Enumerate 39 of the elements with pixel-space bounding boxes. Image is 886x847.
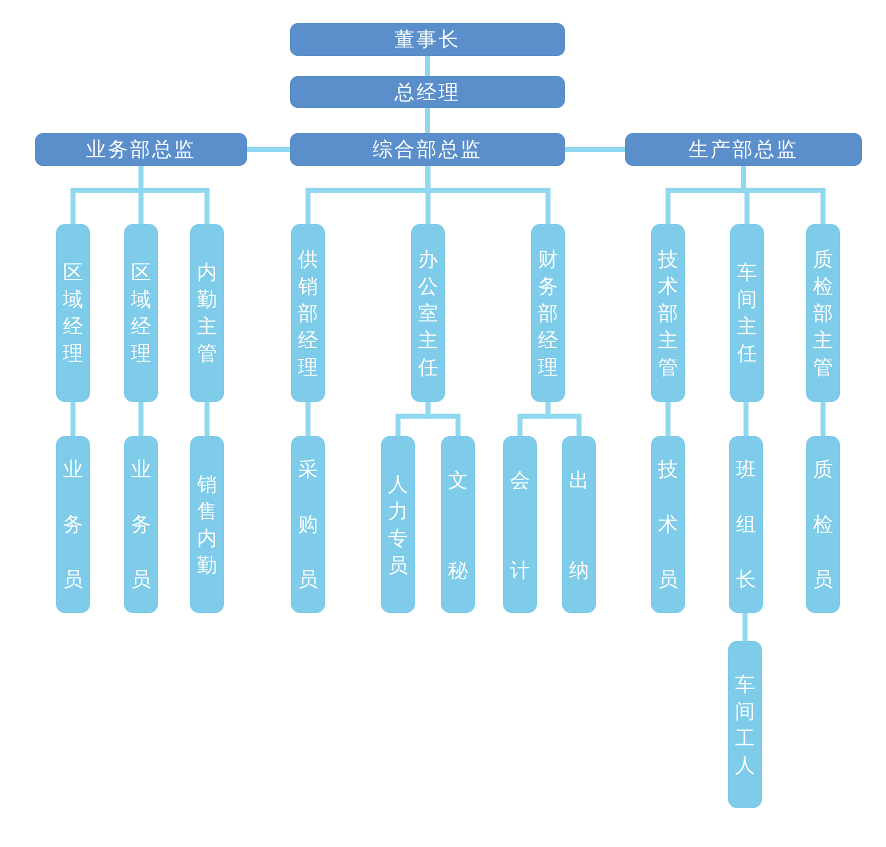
position-box: 出纳 [562, 436, 596, 613]
position-box: 车间主任 [730, 224, 764, 402]
position-box: 会计 [503, 436, 537, 613]
connector-line [138, 402, 144, 436]
position-box: 采购员 [291, 436, 325, 613]
position-box: 班组长 [729, 436, 763, 613]
connector-line [426, 166, 430, 224]
position-box: 综合部总监 [290, 133, 565, 166]
position-box: 技术部主管 [651, 224, 685, 402]
position-box: 区域经理 [124, 224, 158, 402]
connector-line [742, 613, 748, 641]
position-box: 董事长 [290, 23, 565, 56]
position-box: 业务员 [56, 436, 90, 613]
connector-line [425, 108, 430, 133]
position-box: 区域经理 [56, 224, 90, 402]
position-box: 办公室主任 [411, 224, 445, 402]
connector-line [666, 402, 670, 436]
position-box: 技术员 [651, 436, 685, 613]
position-box: 总经理 [290, 76, 565, 108]
connector-line [70, 402, 76, 436]
position-box: 生产部总监 [625, 133, 862, 166]
connector-line [247, 147, 290, 152]
position-box: 业务部总监 [35, 133, 247, 166]
connector-line [306, 402, 310, 436]
position-box: 质检员 [806, 436, 840, 613]
position-box: 车间工人 [728, 641, 762, 808]
position-box: 文秘 [441, 436, 475, 613]
connector-line [425, 56, 430, 76]
position-box: 人力专员 [381, 436, 415, 613]
connector-line [820, 402, 826, 436]
connector-line [565, 147, 625, 152]
connector-line [744, 402, 748, 436]
position-box: 质检部主管 [806, 224, 840, 402]
position-box: 财务部经理 [531, 224, 565, 402]
position-box: 业务员 [124, 436, 158, 613]
connector-line [204, 402, 210, 436]
position-box: 供销部经理 [291, 224, 325, 402]
position-box: 销售内勤 [190, 436, 224, 613]
position-box: 内勤主管 [190, 224, 224, 402]
